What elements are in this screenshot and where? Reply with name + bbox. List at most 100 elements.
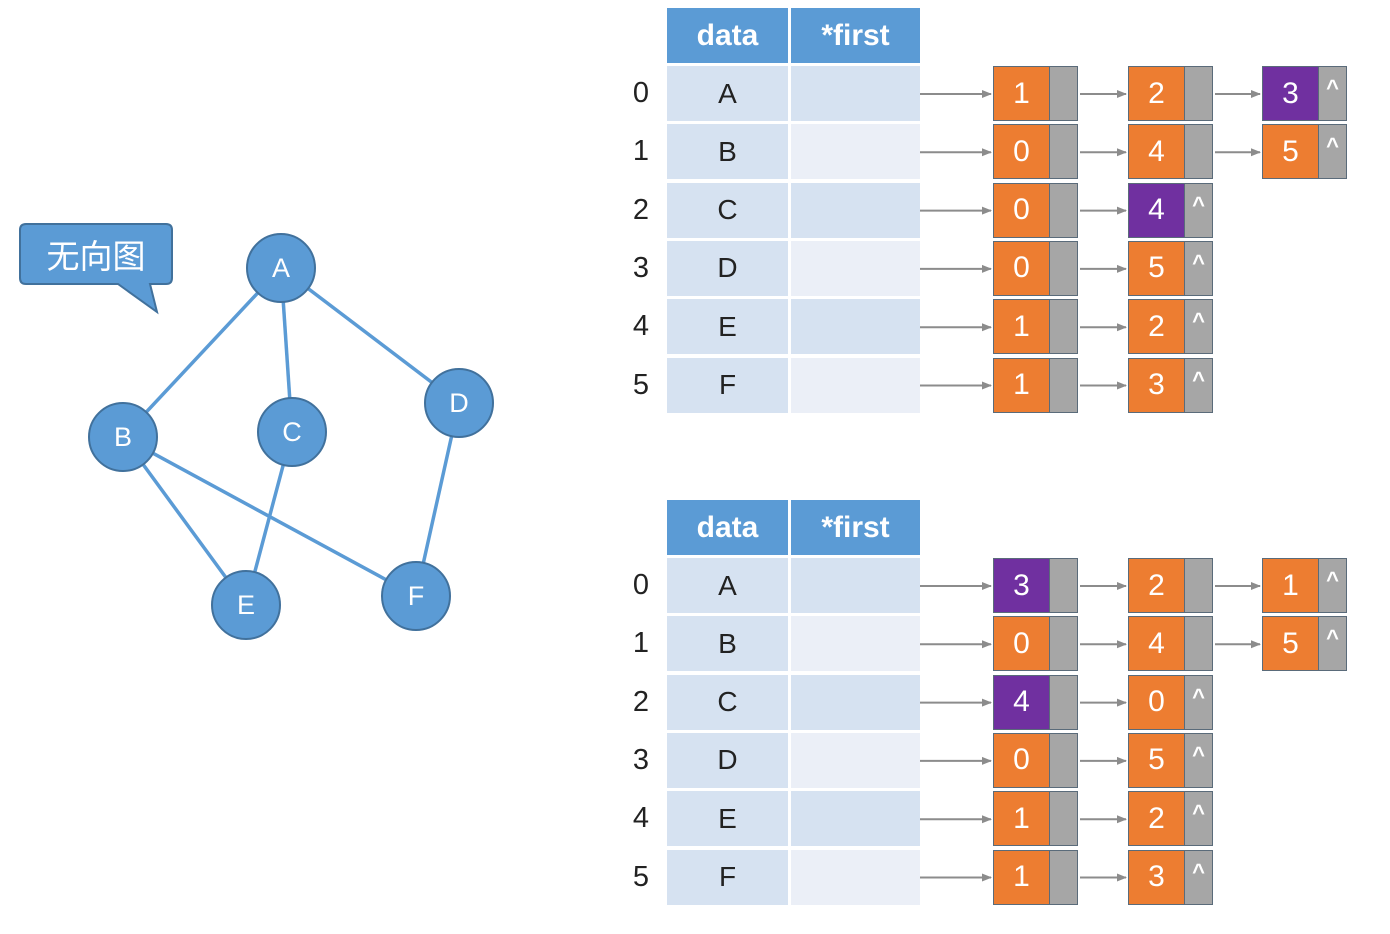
graph-node-a: [246, 233, 316, 303]
row-index: 5: [632, 860, 650, 893]
callout-bubble: [19, 223, 173, 315]
edge-node-value: 3: [1128, 849, 1185, 905]
edge-a-b: [121, 266, 283, 439]
edge-list-node: 3^: [1128, 849, 1213, 905]
row-index: 5: [632, 368, 650, 401]
edge-node-value: 0: [993, 124, 1050, 180]
row-index: 3: [632, 743, 650, 776]
first-pointer-cell: [791, 558, 920, 613]
graph-node-label: F: [407, 580, 425, 611]
edge-list-node: 0^: [1128, 674, 1213, 730]
next-pointer: [1050, 558, 1078, 613]
edge-node-value: 2: [1128, 791, 1185, 847]
graph-node-b: [88, 402, 158, 472]
edge-list-node: 0: [993, 124, 1078, 180]
edge-list-node: 1: [993, 357, 1078, 413]
vertex-data-cell: B: [667, 124, 788, 180]
first-pointer-cell: [791, 791, 920, 847]
first-pointer-cell: [791, 674, 920, 730]
next-pointer: [1185, 616, 1213, 672]
edge-node-value: 1: [1262, 558, 1319, 613]
first-pointer-cell: [791, 616, 920, 672]
edge-list-node: 5^: [1262, 124, 1347, 180]
next-pointer: ^: [1185, 357, 1213, 413]
row-index: 1: [632, 627, 650, 660]
header-first: *first: [791, 8, 920, 63]
next-pointer: [1050, 674, 1078, 730]
vertex-data-cell: A: [667, 558, 788, 613]
graph-node-label: D: [449, 387, 469, 418]
edge-list-node: 2^: [1128, 791, 1213, 847]
edge-list-node: 4: [993, 674, 1078, 730]
callout-label: 无向图: [46, 237, 146, 276]
next-pointer: [1050, 299, 1078, 355]
next-pointer: [1185, 124, 1213, 180]
edge-list-node: 5^: [1128, 240, 1213, 296]
edge-list-node: 1: [993, 791, 1078, 847]
row-index: 2: [632, 685, 650, 718]
next-pointer: ^: [1319, 124, 1347, 180]
graph-node-label: B: [113, 421, 132, 452]
edge-list-node: 4: [1128, 124, 1213, 180]
edge-node-value: 4: [993, 674, 1050, 730]
next-pointer: [1050, 791, 1078, 847]
edge-node-value: 1: [993, 357, 1050, 413]
row-index: 0: [632, 569, 650, 601]
graph-node-label: C: [282, 416, 302, 447]
vertex-data-cell: D: [667, 240, 788, 296]
graph-node-d: [424, 368, 494, 438]
next-pointer: [1050, 240, 1078, 296]
vertex-data-cell: F: [667, 849, 788, 905]
edge-node-value: 5: [1128, 240, 1185, 296]
edge-node-value: 5: [1262, 124, 1319, 180]
next-pointer: [1050, 182, 1078, 238]
edge-node-value: 3: [993, 558, 1050, 613]
next-pointer: ^: [1185, 791, 1213, 847]
edge-node-value: 4: [1128, 124, 1185, 180]
first-pointer-cell: [791, 732, 920, 788]
vertex-data-cell: F: [667, 357, 788, 413]
edge-list-node: 0: [993, 240, 1078, 296]
row-index: 3: [632, 251, 650, 284]
row-index: 1: [632, 135, 650, 168]
edge-list-node: 5^: [1128, 732, 1213, 788]
edge-list-node: 1: [993, 849, 1078, 905]
graph-node-c: [257, 397, 327, 467]
edge-node-value: 0: [993, 732, 1050, 788]
next-pointer: [1050, 124, 1078, 180]
undirected-graph: [19, 223, 494, 640]
next-pointer: ^: [1319, 616, 1347, 672]
first-pointer-cell: [791, 182, 920, 238]
edge-node-value: 2: [1128, 558, 1185, 613]
edge-node-value: 4: [1128, 182, 1185, 238]
edge-list-node: 0: [993, 616, 1078, 672]
edge-list-node: 3: [993, 558, 1078, 613]
vertex-data-cell: D: [667, 732, 788, 788]
next-pointer: [1050, 66, 1078, 121]
edge-node-value: 1: [993, 299, 1050, 355]
header-data: data: [667, 500, 788, 555]
edge-list-node: 0: [993, 732, 1078, 788]
edge-node-value: 3: [1262, 66, 1319, 121]
edge-node-value: 0: [993, 182, 1050, 238]
next-pointer: ^: [1185, 240, 1213, 296]
edge-a-d: [279, 266, 461, 405]
next-pointer: [1185, 558, 1213, 613]
edge-list-node: 2^: [1128, 299, 1213, 355]
row-index: 0: [632, 77, 650, 109]
vertex-data-cell: C: [667, 674, 788, 730]
edge-node-value: 5: [1262, 616, 1319, 672]
graph-nodes: [88, 233, 494, 640]
header-first: *first: [791, 500, 920, 555]
first-pointer-cell: [791, 849, 920, 905]
graph-node-label: A: [271, 252, 290, 283]
next-pointer: [1185, 66, 1213, 121]
vertex-data-cell: A: [667, 66, 788, 121]
vertex-data-cell: E: [667, 299, 788, 355]
graph-node-e: [211, 570, 281, 640]
next-pointer: [1050, 732, 1078, 788]
edge-list-node: 3^: [1128, 357, 1213, 413]
next-pointer: ^: [1185, 849, 1213, 905]
